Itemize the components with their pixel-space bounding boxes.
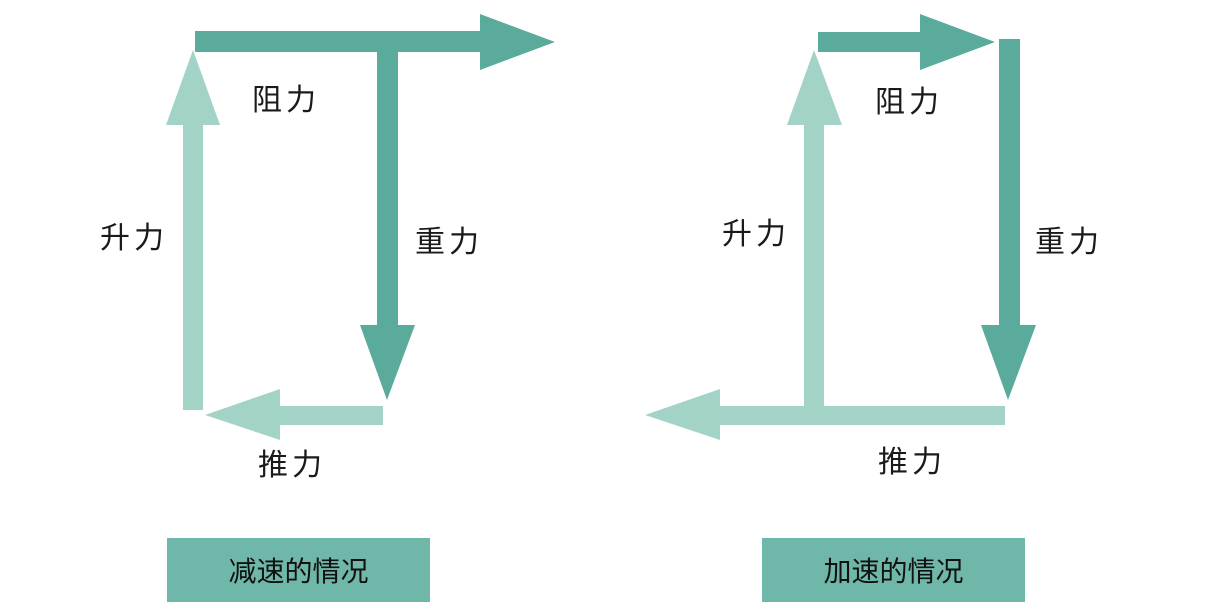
decel-drag-arrow [195, 14, 555, 70]
accel-gravity-arrow [981, 39, 1036, 400]
decel-lift-label: 升力 [100, 221, 168, 256]
accel-drag-label: 阻力 [875, 85, 943, 120]
accel-lift-arrow [787, 50, 842, 407]
decel-diagram [166, 14, 555, 440]
accel-thrust-label: 推力 [878, 445, 946, 480]
decel-thrust-label: 推力 [258, 448, 326, 483]
decel-caption: 减速的情况 [167, 538, 430, 602]
accel-thrust-arrow [645, 389, 1005, 440]
accel-diagram [645, 14, 1036, 440]
accel-lift-label: 升力 [722, 217, 790, 252]
decel-drag-label: 阻力 [252, 83, 320, 118]
decel-gravity-label: 重力 [415, 225, 483, 260]
decel-lift-arrow [166, 50, 220, 410]
decel-gravity-arrow [360, 52, 415, 400]
accel-drag-arrow [818, 14, 995, 70]
decel-thrust-arrow [205, 389, 383, 440]
accel-caption: 加速的情况 [762, 538, 1025, 602]
accel-gravity-label: 重力 [1035, 225, 1103, 260]
